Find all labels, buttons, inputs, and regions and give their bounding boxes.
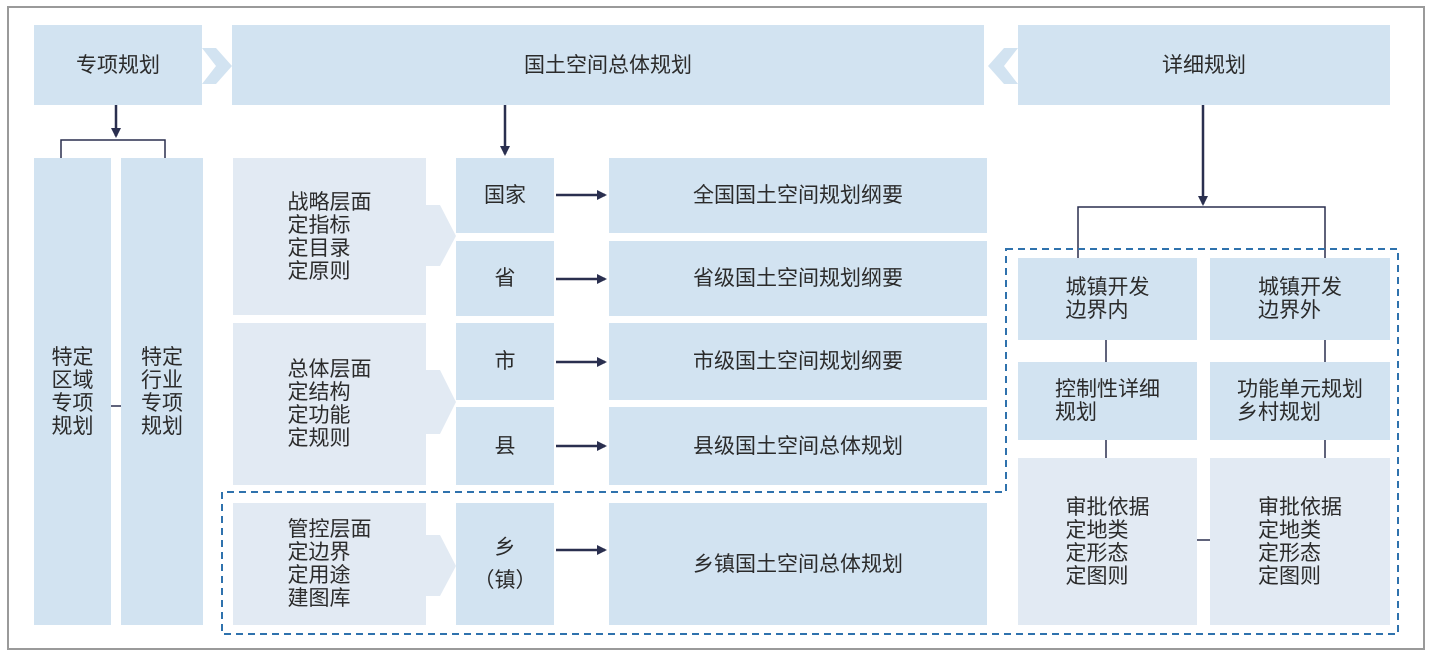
special-industry-line: 特定 xyxy=(141,344,183,369)
special-industry-line: 规划 xyxy=(141,413,183,438)
detailed-plan-label: 详细规划 xyxy=(1162,52,1246,77)
tier-city-label: 市 xyxy=(494,349,516,373)
special-region-box: 特定 区域 专项 规划 xyxy=(34,158,111,625)
special-region-line: 区域 xyxy=(51,367,94,392)
control-level-line: 建图库 xyxy=(287,586,351,610)
inside-basis-line: 定图则 xyxy=(1065,563,1129,588)
strategic-level-line: 战略层面 xyxy=(287,189,372,214)
county-plan-box: 县级国土空间总体规划 xyxy=(609,407,987,485)
overall-level-line: 定功能 xyxy=(287,403,351,427)
special-industry-line: 专项 xyxy=(141,390,183,415)
outside-boundary-line: 边界外 xyxy=(1258,298,1321,322)
tier-national-label: 国家 xyxy=(484,183,526,207)
overall-level-line: 定结构 xyxy=(287,380,351,404)
township-plan-box: 乡镇国土空间总体规划 xyxy=(609,503,987,625)
overall-plan-label: 国土空间总体规划 xyxy=(524,52,692,77)
strategic-level-box: 战略层面 定指标 定目录 定原则 xyxy=(233,158,426,315)
city-plan-box: 市级国土空间规划纲要 xyxy=(609,323,987,400)
tier-national-box: 国家 xyxy=(456,158,554,233)
inside-boundary-line: 边界内 xyxy=(1065,298,1129,322)
overall-level-line: 总体层面 xyxy=(287,357,372,381)
special-region-line: 特定 xyxy=(51,344,94,369)
strategic-level-line: 定原则 xyxy=(287,258,351,283)
control-level-box: 管控层面 定边界 定用途 建图库 xyxy=(233,503,426,625)
tier-county-box: 县 xyxy=(456,407,554,485)
tier-township-label: 乡 xyxy=(494,535,516,559)
overall-level-box: 总体层面 定结构 定功能 定规则 xyxy=(233,323,426,485)
regulatory-plan-line: 控制性详细 xyxy=(1055,377,1160,401)
overall-plan-box: 国土空间总体规划 xyxy=(232,25,984,105)
inside-boundary-box: 城镇开发 边界内 xyxy=(1018,258,1197,340)
outside-basis-line: 定形态 xyxy=(1258,540,1321,565)
province-plan-box: 省级国土空间规划纲要 xyxy=(609,241,987,316)
special-region-line: 专项 xyxy=(51,390,94,415)
outside-boundary-line: 城镇开发 xyxy=(1258,275,1342,299)
tier-county-label: 县 xyxy=(494,433,516,458)
diagram-frame xyxy=(7,6,1425,650)
province-plan-label: 省级国土空间规划纲要 xyxy=(693,266,903,290)
unit-village-plan-box: 功能单元规划 乡村规划 xyxy=(1210,362,1390,440)
inside-basis-line: 定地类 xyxy=(1065,517,1129,542)
special-industry-box: 特定 行业 专项 规划 xyxy=(121,158,203,625)
outside-basis-line: 审批依据 xyxy=(1258,494,1342,519)
national-plan-label: 全国国土空间规划纲要 xyxy=(693,183,903,207)
outside-basis-line: 定图则 xyxy=(1258,563,1321,588)
control-level-line: 定用途 xyxy=(287,563,351,587)
regulatory-plan-box: 控制性详细 规划 xyxy=(1018,362,1197,440)
city-plan-label: 市级国土空间规划纲要 xyxy=(693,349,903,373)
control-level-line: 定边界 xyxy=(287,540,351,564)
inside-boundary-line: 城镇开发 xyxy=(1065,275,1150,299)
special-plan-box: 专项规划 xyxy=(34,25,202,105)
unit-village-plan-line: 功能单元规划 xyxy=(1237,377,1363,401)
outside-basis-box: 审批依据 定地类 定形态 定图则 xyxy=(1210,458,1390,625)
strategic-level-line: 定指标 xyxy=(287,212,351,237)
special-region-line: 规划 xyxy=(51,413,94,438)
outside-basis-line: 定地类 xyxy=(1258,517,1321,542)
inside-basis-line: 定形态 xyxy=(1065,540,1129,565)
national-plan-box: 全国国土空间规划纲要 xyxy=(609,158,987,233)
county-plan-label: 县级国土空间总体规划 xyxy=(693,433,903,458)
tier-province-label: 省 xyxy=(494,266,516,290)
tier-township-label: （镇） xyxy=(473,568,537,592)
tier-city-box: 市 xyxy=(456,323,554,400)
outside-boundary-box: 城镇开发 边界外 xyxy=(1210,258,1390,340)
tier-township-box: 乡 （镇） xyxy=(456,503,554,625)
strategic-level-line: 定目录 xyxy=(287,235,351,260)
regulatory-plan-line: 规划 xyxy=(1055,400,1097,424)
control-level-line: 管控层面 xyxy=(287,517,372,541)
special-plan-label: 专项规划 xyxy=(76,52,160,77)
tier-province-box: 省 xyxy=(456,241,554,316)
detailed-plan-box: 详细规划 xyxy=(1018,25,1390,105)
overall-level-line: 定规则 xyxy=(287,426,351,450)
inside-basis-box: 审批依据 定地类 定形态 定图则 xyxy=(1018,458,1197,625)
inside-basis-line: 审批依据 xyxy=(1065,494,1150,519)
township-plan-label: 乡镇国土空间总体规划 xyxy=(693,551,903,576)
special-industry-line: 行业 xyxy=(141,367,183,392)
unit-village-plan-line: 乡村规划 xyxy=(1237,400,1321,424)
